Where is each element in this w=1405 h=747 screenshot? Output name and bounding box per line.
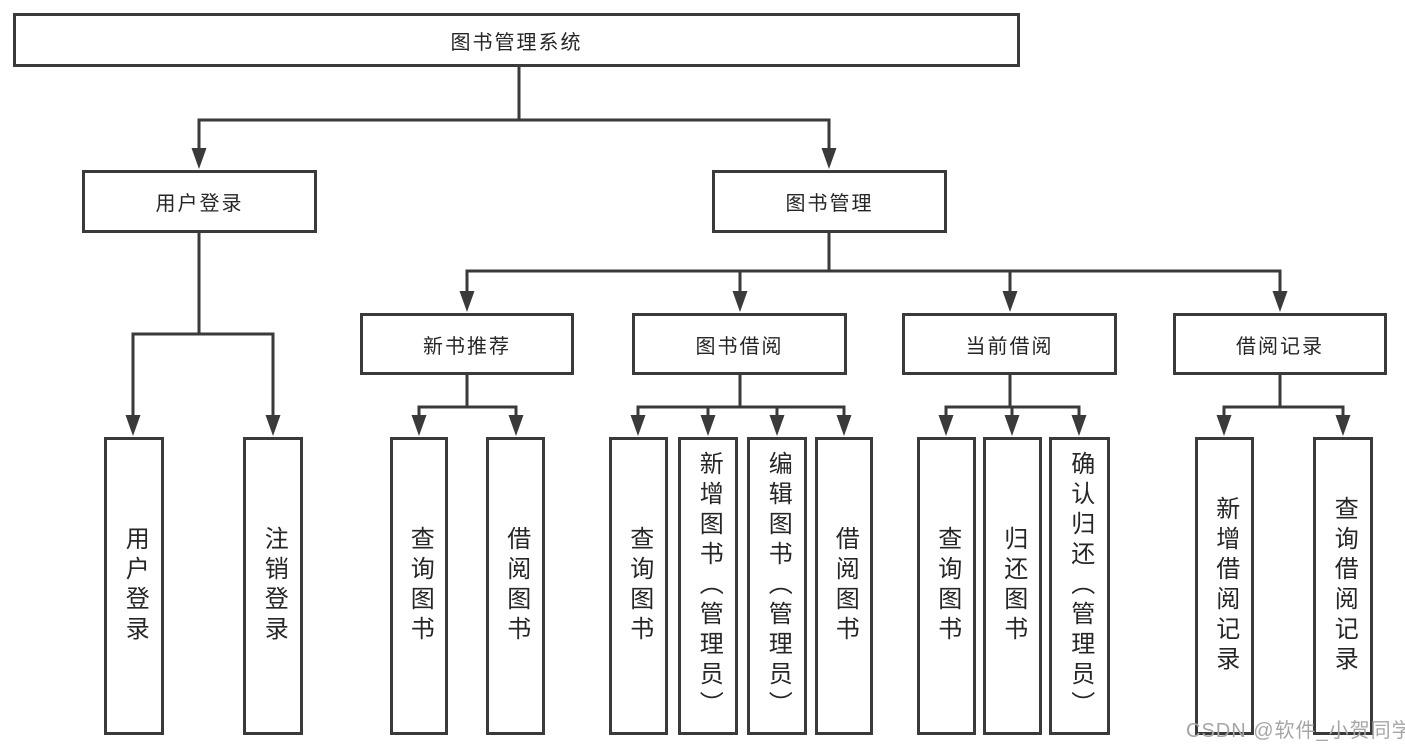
leaf-return-book-label: 归还图书 [999,526,1027,646]
node-new-book-recommend-label: 新书推荐 [423,335,511,358]
leaf-edit-book-admin: 编辑图书（管理员） [747,437,807,735]
node-current-borrow: 当前借阅 [902,313,1117,375]
node-user-login-branch: 用户登录 [82,170,317,233]
leaf-query-books-new-label: 查询图书 [406,526,434,646]
leaf-user-login: 用户登录 [104,437,164,735]
leaf-query-books-current: 查询图书 [917,437,976,735]
leaf-query-borrow-record-label: 查询借阅记录 [1330,496,1358,676]
leaf-query-books-borrow: 查询图书 [609,437,668,735]
node-book-management-branch-label: 图书管理 [785,193,874,215]
node-book-borrow: 图书借阅 [632,313,847,375]
leaf-borrow-books-borrow: 借阅图书 [815,437,873,735]
leaf-add-book-admin-label: 新增图书（管理员） [695,451,723,721]
leaf-borrow-books-new-label: 借阅图书 [502,526,530,646]
node-book-borrow-label: 图书借阅 [695,335,784,358]
node-book-management-branch: 图书管理 [712,170,947,233]
node-borrow-record: 借阅记录 [1173,313,1387,375]
leaf-confirm-return-admin-label: 确认归还（管理员） [1066,451,1094,721]
node-user-login-branch-label: 用户登录 [155,193,244,215]
leaf-query-borrow-record: 查询借阅记录 [1313,437,1373,735]
node-root-label: 图书管理系统 [450,31,583,54]
leaf-borrow-books-borrow-label: 借阅图书 [831,526,859,646]
leaf-logout: 注销登录 [243,437,303,735]
leaf-return-book: 归还图书 [983,437,1042,735]
node-new-book-recommend: 新书推荐 [360,313,574,375]
leaf-add-borrow-record: 新增借阅记录 [1195,437,1254,735]
node-borrow-record-label: 借阅记录 [1236,335,1324,358]
leaf-confirm-return-admin: 确认归还（管理员） [1049,437,1110,735]
leaf-query-books-current-label: 查询图书 [933,526,961,646]
node-current-borrow-label: 当前借阅 [965,335,1054,358]
leaf-edit-book-admin-label: 编辑图书（管理员） [764,451,792,721]
leaf-borrow-books-new: 借阅图书 [486,437,545,735]
leaf-user-login-label: 用户登录 [121,526,149,646]
leaf-logout-label: 注销登录 [260,526,288,646]
leaf-add-book-admin: 新增图书（管理员） [678,437,738,735]
node-root: 图书管理系统 [13,13,1020,67]
watermark-text: CSDN @软件_小贺同学 [1186,720,1405,742]
leaf-add-borrow-record-label: 新增借阅记录 [1211,496,1239,676]
leaf-query-books-new: 查询图书 [390,437,448,735]
leaf-query-books-borrow-label: 查询图书 [625,526,653,646]
